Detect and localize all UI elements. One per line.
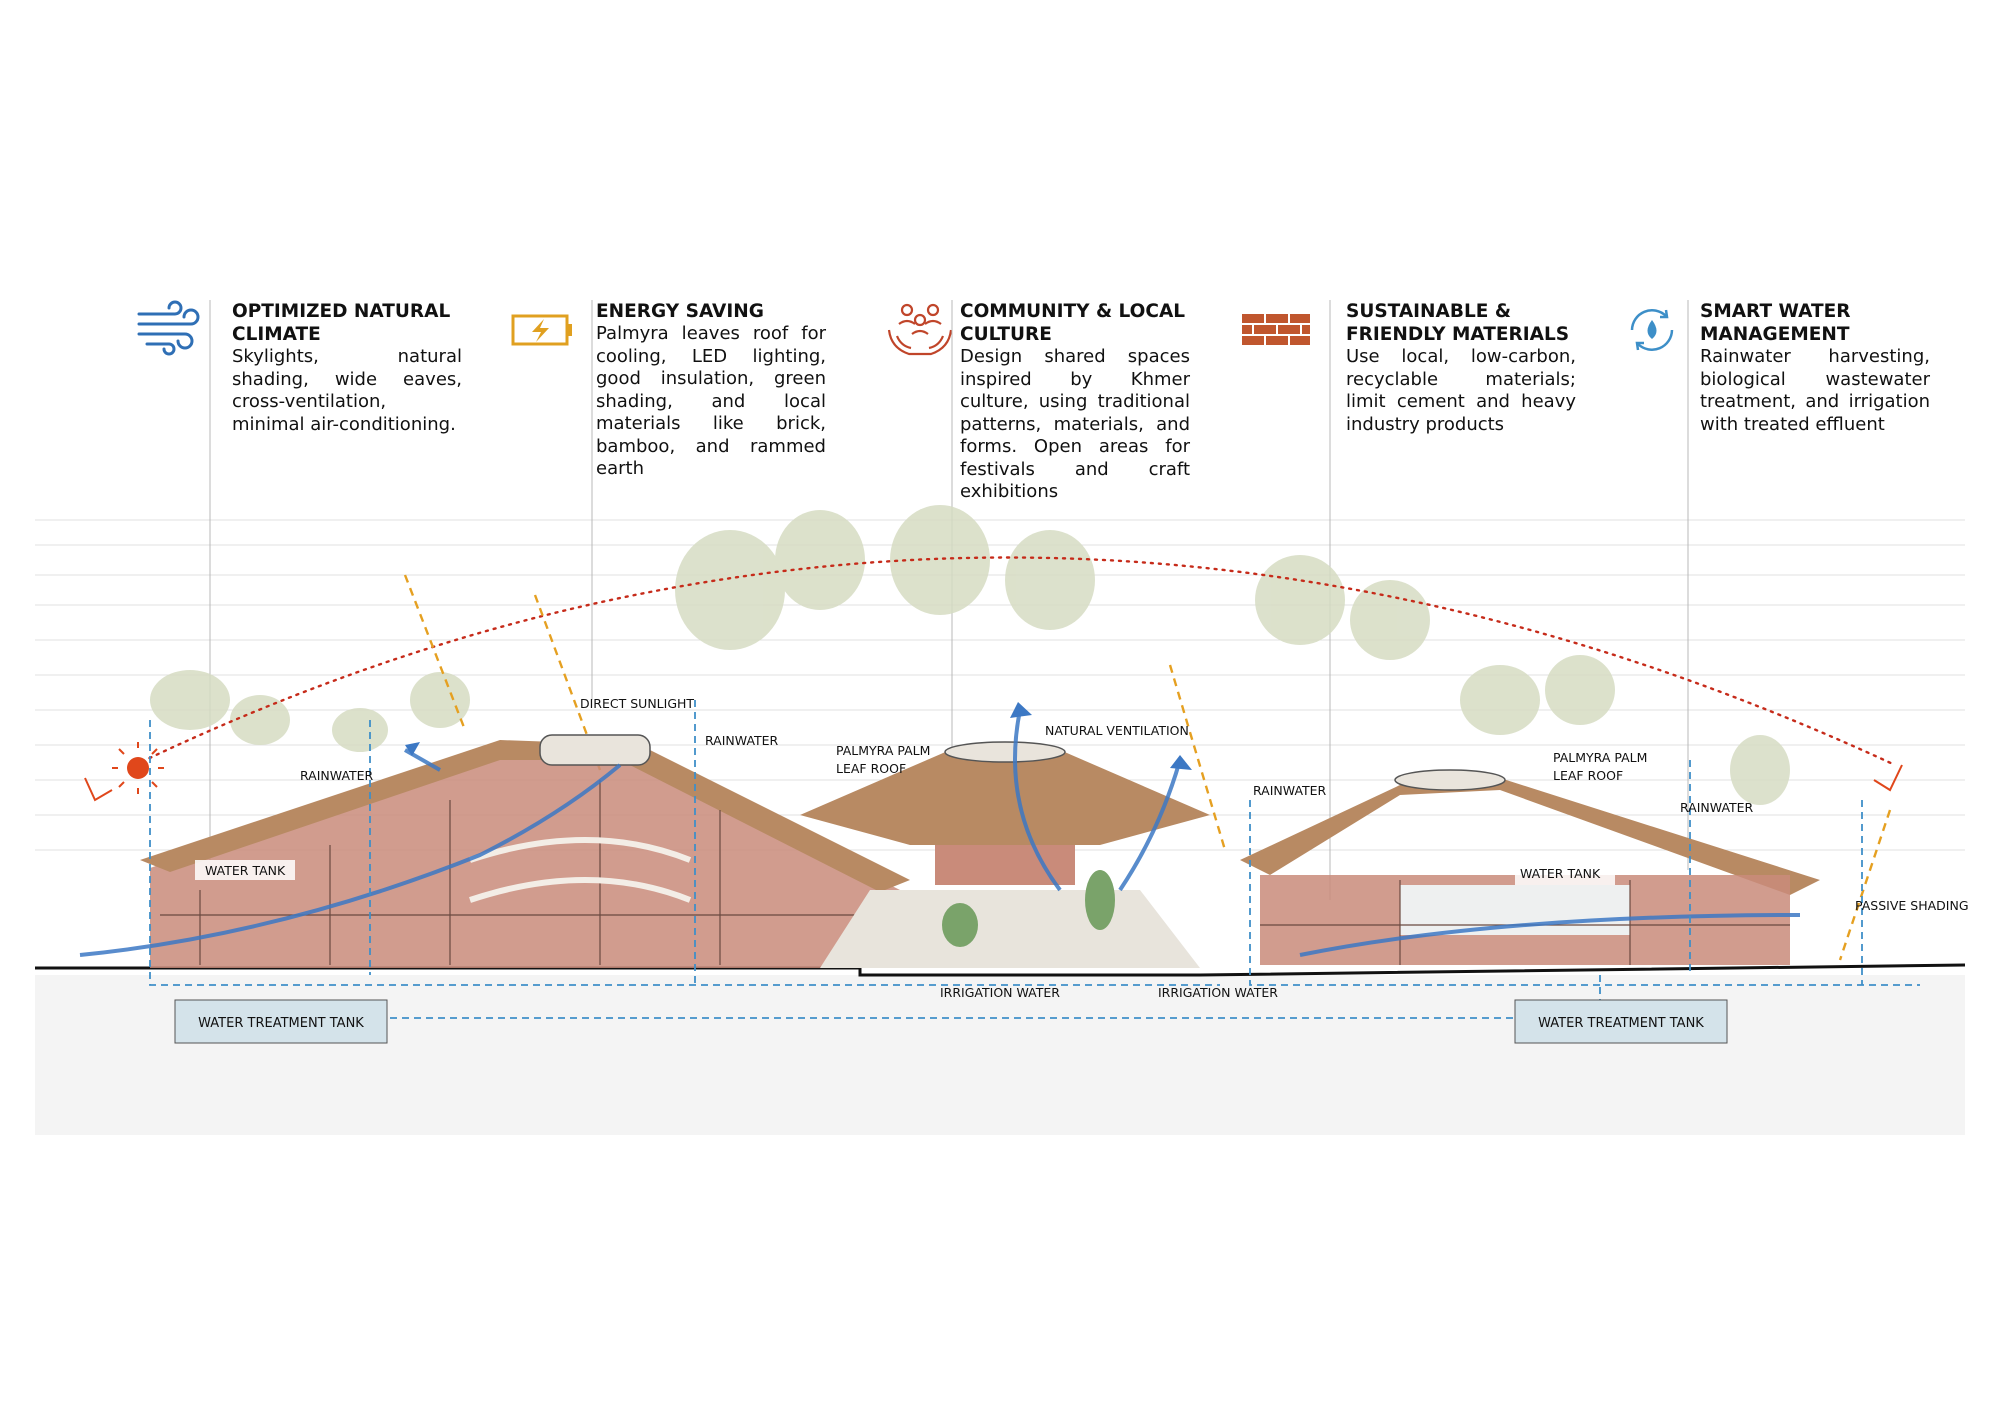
direct-sunlight-label: DIRECT SUNLIGHT xyxy=(580,696,694,711)
water-tank-box-right xyxy=(1515,865,1615,885)
leader-lines xyxy=(209,300,1689,900)
wind-icon xyxy=(135,300,205,360)
feature-energy-saving: ENERGY SAVING Palmyra leaves roof for co… xyxy=(596,300,826,481)
water-treatment-tank-left: WATER TREATMENT TANK xyxy=(174,999,388,1044)
palmyra-roof-label: PALMYRA PALM LEAF ROOF xyxy=(836,743,934,776)
community-hands-icon xyxy=(885,300,955,360)
feature-title: OPTIMIZED NATURAL CLIMATE xyxy=(232,301,451,345)
passive-shading-label: PASSIVE SHADING xyxy=(1855,898,1969,913)
feature-optimized-climate: OPTIMIZED NATURAL CLIMATE Skylights, nat… xyxy=(232,300,462,436)
feature-sustainable-materials: SUSTAINABLE & FRIENDLY MATERIALS Use loc… xyxy=(1346,300,1576,436)
feature-title: SUSTAINABLE & FRIENDLY MATERIALS xyxy=(1346,301,1570,345)
rainwater-label: RAINWATER xyxy=(1253,783,1327,798)
feature-title: ENERGY SAVING xyxy=(596,301,764,322)
water-treatment-tank-label: WATER TREATMENT TANK xyxy=(1538,1016,1704,1031)
palmyra-roof-label-line: PALMYRA PALM xyxy=(836,743,930,758)
feature-title: SMART WATER MANAGEMENT xyxy=(1700,301,1851,345)
water-tank-box-left xyxy=(195,860,295,880)
rainwater-label: RAINWATER xyxy=(300,768,374,783)
feature-smart-water: SMART WATER MANAGEMENT Rainwater harvest… xyxy=(1700,300,1930,436)
water-treatment-tank-label: WATER TREATMENT TANK xyxy=(198,1016,364,1031)
battery-charging-icon xyxy=(508,300,578,360)
palmyra-roof-label-line: LEAF ROOF xyxy=(836,761,906,776)
natural-ventilation-label: NATURAL VENTILATION xyxy=(1045,723,1189,738)
water-tank-label: WATER TANK xyxy=(1520,866,1601,881)
feature-text: Palmyra leaves roof for cooling, LED lig… xyxy=(596,323,826,479)
sun-arrow-left xyxy=(84,777,113,802)
brick-wall-icon xyxy=(1240,300,1310,360)
water-treatment-tank-right: WATER TREATMENT TANK xyxy=(1514,999,1728,1044)
feature-title: COMMUNITY & LOCAL CULTURE xyxy=(960,301,1186,345)
rainwater-label: RAINWATER xyxy=(705,733,779,748)
feature-text: Rainwater harvesting, biological wastewa… xyxy=(1700,346,1930,435)
palmyra-roof-label: PALMYRA PALM LEAF ROOF xyxy=(1553,750,1651,783)
feature-text: Design shared spaces inspired by Khmer c… xyxy=(960,346,1190,502)
water-lines xyxy=(149,700,1920,1019)
feature-community: COMMUNITY & LOCAL CULTURE Design shared … xyxy=(960,300,1190,504)
palmyra-roof-label-line: LEAF ROOF xyxy=(1553,768,1623,783)
sun-path-arc xyxy=(133,556,1897,767)
sun-icon xyxy=(112,742,164,794)
feature-text: Use local, low-carbon, recyclable materi… xyxy=(1346,346,1576,435)
sun-arrow-right xyxy=(1873,764,1903,792)
left-building xyxy=(140,734,910,968)
water-cycle-icon xyxy=(1620,300,1690,360)
water-tank-label: WATER TANK xyxy=(205,863,286,878)
irrigation-water-label: IRRIGATION WATER xyxy=(1158,985,1278,1000)
rainwater-label: RAINWATER xyxy=(1680,800,1754,815)
background-trees xyxy=(150,505,1790,805)
feature-text: Skylights, natural shading, wide eaves, … xyxy=(232,346,462,435)
middle-pavilion xyxy=(800,741,1210,968)
diagram-labels: DIRECT SUNLIGHT RAINWATER RAINWATER PALM… xyxy=(205,696,1969,1000)
palmyra-roof-label-line: PALMYRA PALM xyxy=(1553,750,1647,765)
irrigation-water-label: IRRIGATION WATER xyxy=(940,985,1060,1000)
airflow-arrowheads xyxy=(405,702,1192,770)
